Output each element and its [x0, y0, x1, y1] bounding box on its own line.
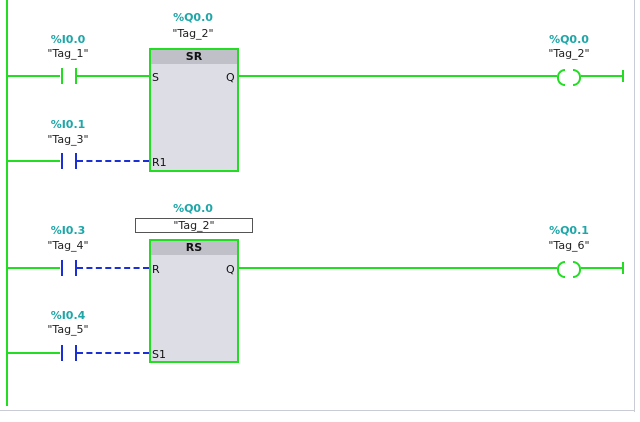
contact-4-bar-left — [61, 345, 63, 361]
contact-3-bar-right — [75, 260, 77, 276]
coil-2-output-coil[interactable] — [557, 260, 581, 278]
rung-1-wire-right — [581, 75, 623, 77]
left-power-rail — [6, 0, 8, 406]
contact-2-address: %I0.1 — [50, 118, 86, 131]
contact-4-address: %I0.4 — [50, 309, 86, 322]
rung-2-end-tick — [622, 262, 624, 274]
contact-3-no-contact[interactable] — [61, 260, 77, 276]
contact-1-no-contact[interactable] — [61, 68, 77, 84]
block-2-pin-out: Q — [226, 263, 235, 276]
coil-1-tag: "Tag_2" — [548, 47, 590, 60]
contact-4-bar-right — [75, 345, 77, 361]
rung-2-wire-to-coil — [239, 267, 557, 269]
rung-2-branch-wire-left — [8, 352, 60, 354]
rung-2-wire-left — [8, 267, 60, 269]
contact-3-address: %I0.3 — [50, 224, 86, 237]
coil-1-address: %Q0.0 — [549, 33, 589, 46]
rs-flipflop-block[interactable]: RS — [149, 239, 239, 363]
coil-2-arc-right — [573, 261, 581, 278]
block-2-pin-reset: R — [152, 263, 160, 276]
contact-2-bar-left — [61, 153, 63, 169]
rung-1-branch-wire-left — [8, 160, 60, 162]
rung-2-branch-dashed-wire — [77, 352, 149, 354]
rung-1-wire-left — [8, 75, 60, 77]
rung-2-wire-right — [581, 267, 623, 269]
block-2-type: RS — [151, 241, 237, 255]
coil-1-arc-right — [573, 69, 581, 86]
contact-2-tag: "Tag_3" — [47, 133, 89, 146]
block-2-pin-set: S1 — [152, 348, 166, 361]
coil-2-arc-left — [557, 261, 565, 278]
block-1-type: SR — [151, 50, 237, 64]
contact-4-tag: "Tag_5" — [47, 323, 89, 336]
contact-2-bar-right — [75, 153, 77, 169]
block-2-tag-input[interactable]: "Tag_2" — [135, 218, 253, 233]
rung-2-dashed-wire-to-block — [77, 267, 149, 269]
rung-1-branch-dashed-wire — [77, 160, 149, 162]
sr-flipflop-block[interactable]: SR — [149, 48, 239, 172]
contact-4-no-contact[interactable] — [61, 345, 77, 361]
block-1-tag: "Tag_2" — [172, 27, 214, 40]
coil-2-address: %Q0.1 — [549, 224, 589, 237]
editor-bottom-border — [0, 410, 635, 411]
contact-1-bar-left — [61, 68, 63, 84]
coil-2-tag: "Tag_6" — [548, 239, 590, 252]
coil-1-output-coil[interactable] — [557, 68, 581, 86]
rung-1-end-tick — [622, 70, 624, 82]
block-1-pin-set: S — [152, 71, 159, 84]
contact-1-address: %I0.0 — [50, 33, 86, 46]
contact-1-bar-right — [75, 68, 77, 84]
block-2-address: %Q0.0 — [173, 202, 213, 215]
contact-3-tag: "Tag_4" — [47, 239, 89, 252]
rung-1-wire-to-coil — [239, 75, 557, 77]
contact-2-no-contact[interactable] — [61, 153, 77, 169]
rung-1-wire-to-block — [77, 75, 149, 77]
block-1-pin-reset: R1 — [152, 156, 167, 169]
block-1-address: %Q0.0 — [173, 11, 213, 24]
contact-3-bar-left — [61, 260, 63, 276]
block-1-pin-out: Q — [226, 71, 235, 84]
coil-1-arc-left — [557, 69, 565, 86]
contact-1-tag: "Tag_1" — [47, 47, 89, 60]
editor-right-border — [634, 0, 635, 412]
